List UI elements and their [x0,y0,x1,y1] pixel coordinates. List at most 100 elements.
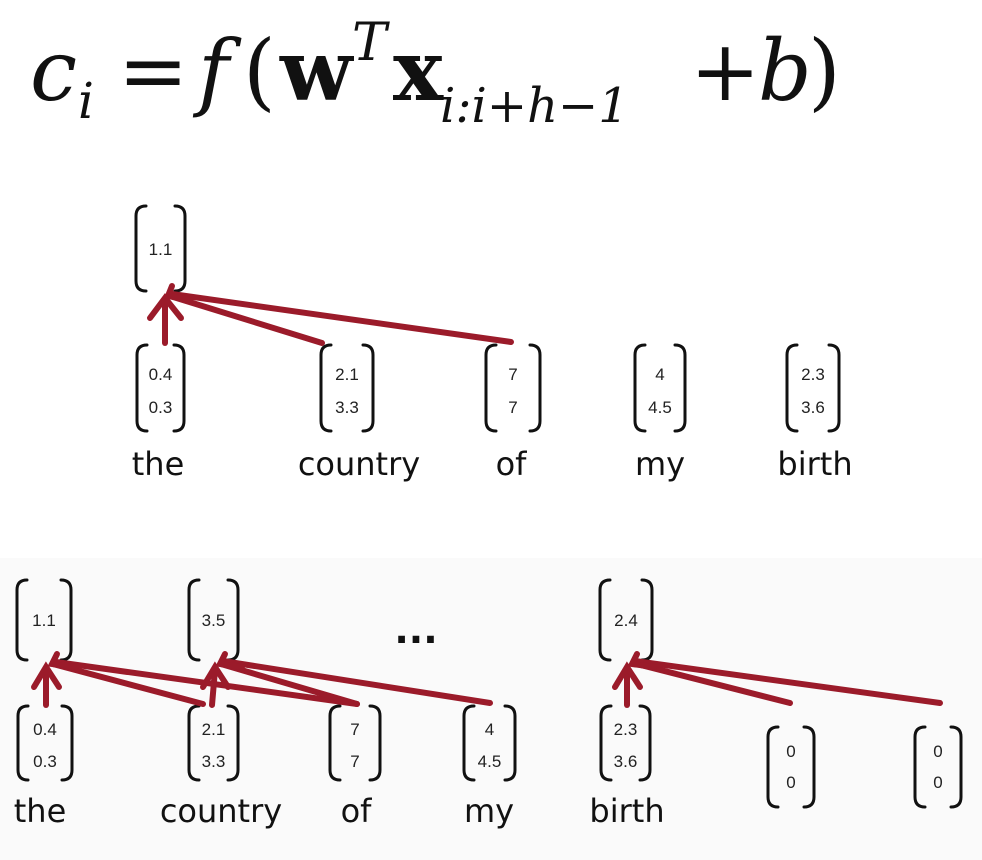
top-vector-the: 0.4 0.3 [135,343,186,433]
bracket-right [673,343,687,433]
vector-value: 0 [786,773,795,792]
bracket-left [766,725,780,809]
bracket-right [503,704,517,782]
bottom-output-vector-2: 3.5 [187,578,240,662]
arrow-shaft [220,658,493,706]
arrow-shaft [630,660,793,706]
vector-value: 3.3 [335,398,359,417]
word-label: the [14,792,67,830]
top-panel: 1.1 0.4 0.3 2.1 3.3 7 7 [132,204,853,483]
output-value: 3.5 [202,611,226,630]
bottom-vector-my: 4 4.5 [462,704,517,782]
arrow-head [47,651,77,670]
formula-transpose: T [352,13,390,73]
vector-value: 0.4 [149,365,173,384]
bracket-left [187,704,201,782]
bottom-vector-of: 7 7 [328,704,382,782]
bracket-left [599,704,613,782]
bottom-arrows-window-2 [200,651,493,708]
top-output-vector: 1.1 [134,204,187,293]
arrow-shaft [218,661,360,707]
bottom-vector-birth: 2.3 3.6 [599,704,652,782]
output-value: 1.1 [32,611,56,630]
vector-value: 0 [933,742,942,761]
bottom-vector-padding-1: 0 0 [766,725,816,809]
arrow-shaft [209,667,218,708]
bracket-left [484,343,498,433]
bottom-panel-background [0,558,982,860]
bottom-vector-the: 0.4 0.3 [16,704,74,782]
bottom-arrows-window-1 [31,651,360,708]
bottom-output-vector-3: 2.4 [598,578,654,662]
bracket-right [226,578,240,662]
formula-equals: = [118,22,188,120]
formula-plus: + [690,22,760,120]
word-label: birth [777,445,852,483]
top-vector-of: 7 7 [484,343,542,433]
arrow-head [200,661,231,690]
bracket-right [638,704,652,782]
formula-x: x [393,21,444,120]
formula-f: f [192,22,242,120]
bracket-left [785,343,799,433]
top-output-value: 1.1 [149,240,173,259]
bottom-vector-padding-2: 0 0 [913,725,963,809]
bracket-right [827,343,841,433]
bracket-left [135,343,149,433]
bottom-arrows-window-3 [612,651,943,708]
word-label: of [496,445,528,483]
vector-value: 0.4 [33,720,57,739]
bracket-left [319,343,333,433]
arrow-head [215,651,245,670]
top-vector-my: 4 4.5 [633,343,687,433]
vector-value: 0.3 [149,398,173,417]
word-label: country [160,792,282,830]
word-label: the [132,445,185,483]
formula-w: w [279,21,354,120]
bracket-right [59,578,73,662]
vector-value: 0 [933,773,942,792]
word-label: my [464,792,514,830]
vector-value: 7 [508,398,517,417]
word-label: my [635,445,685,483]
formula-lparen: ( [243,22,276,120]
vector-value: 7 [350,720,359,739]
top-arrows [147,283,514,346]
bracket-left [462,704,476,782]
bracket-right [361,343,375,433]
bracket-left [633,343,647,433]
word-label: birth [589,792,664,830]
arrow-head [31,661,62,690]
arrow-shaft [169,291,514,345]
ellipsis: ... [394,608,437,652]
bracket-left [15,578,29,662]
vector-value: 4.5 [648,398,672,417]
vector-value: 0.3 [33,752,57,771]
bottom-output-vector-1: 1.1 [15,578,73,662]
bracket-left [16,704,30,782]
output-value: 2.4 [614,611,638,630]
bracket-right [640,578,654,662]
bracket-right [173,204,187,293]
top-vector-country: 2.1 3.3 [319,343,375,433]
vector-value: 3.6 [614,752,638,771]
vector-value: 7 [508,365,517,384]
formula-x-subscript: i:i+h−1 [440,78,629,134]
vector-value: 4 [485,720,494,739]
arrow-head [612,661,643,690]
vector-value: 3.3 [202,752,226,771]
arrow-shaft [167,293,325,346]
vector-value: 4.5 [478,752,502,771]
bracket-right [802,725,816,809]
word-label: of [341,792,373,830]
bracket-left [328,704,342,782]
word-label: country [298,445,420,483]
arrow-shaft [632,658,943,706]
bracket-right [226,704,240,782]
bracket-left [913,725,927,809]
formula: c i = f ( w T x i:i+h−1 + b ) [30,13,841,134]
vector-value: 2.1 [335,365,359,384]
arrow-head [627,651,657,670]
